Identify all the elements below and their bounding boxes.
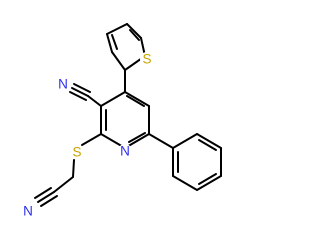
bond-pyridine-double-b	[128, 132, 146, 143]
thioether-sulfur-atom: S	[70, 145, 84, 160]
bond-nitrile-bottom-triple-3	[40, 195, 58, 207]
bond-thiophene-6	[111, 51, 126, 71]
bond-pyridine-1	[100, 91, 126, 107]
bond-thiophene-3	[126, 23, 142, 39]
pyridine-nitrogen-atom: N	[118, 144, 132, 159]
bond-pyridine-double-c	[126, 95, 145, 107]
bonds	[34, 23, 222, 207]
bond-thiophene-1	[106, 33, 113, 53]
molecule-structure-diagram: S S N N N	[21, 23, 222, 219]
bond-pyridine-s	[81, 133, 102, 146]
nitrile-top-nitrogen-atom: N	[56, 77, 70, 92]
thioether-sulfur-label: S	[72, 145, 81, 160]
bond-nitrile-top-triple-3	[69, 91, 87, 101]
bond-phenyl-3	[196, 175, 222, 191]
bond-pyridine-6	[124, 91, 150, 107]
nitrile-top-nitrogen-label: N	[58, 77, 68, 92]
nitrile-bottom-nitrogen-atom: N	[21, 204, 35, 219]
bond-thiophene-double-a	[111, 34, 118, 50]
bond-phenyl-5	[196, 133, 222, 149]
bond-nitrile-top-triple-1	[71, 87, 89, 97]
thiophene-sulfur-atom: S	[140, 52, 154, 67]
nitrile-bottom-nitrogen-label: N	[23, 204, 33, 219]
bond-thiophene-2	[106, 23, 128, 35]
bond-ch2-cn	[53, 176, 74, 193]
bond-phenyl-double-c	[198, 139, 217, 151]
bond-s-ch2	[72, 159, 75, 178]
bond-phenyl-double-b	[198, 173, 217, 185]
atom-labels: S S N N N	[21, 52, 154, 219]
bond-nitrile-top-single	[87, 95, 102, 107]
bond-nitrile-bottom-triple-1	[37, 191, 55, 203]
bond-phenyl-6	[172, 133, 198, 149]
bond-phenyl-2	[172, 175, 198, 191]
thiophene-sulfur-label: S	[142, 52, 151, 67]
bond-thiophene-double-b	[129, 29, 140, 41]
pyridine-nitrogen-label: N	[120, 144, 130, 159]
bond-nitrile-top-triple-2	[73, 83, 91, 93]
bond-pyridine-phenyl	[148, 133, 174, 149]
bond-nitrile-bottom-triple-2	[34, 187, 52, 199]
